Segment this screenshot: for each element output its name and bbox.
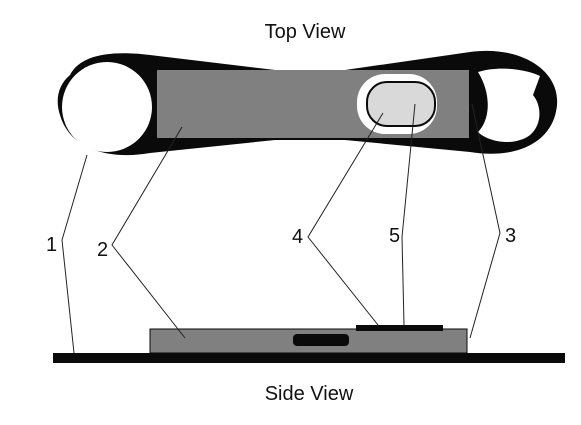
side-view [53,325,565,363]
leader-5 [401,103,416,326]
side-inset [293,334,349,346]
side-window-strip [356,325,443,331]
callout-5: 5 [389,225,400,247]
leader-lines [61,103,501,354]
leader-4 [307,112,384,326]
callout-1: 1 [46,234,57,256]
top-view-title: Top View [265,21,346,43]
right-opening [478,68,540,143]
side-view-title: Side View [265,383,354,405]
top-view [57,50,558,156]
left-hole [62,62,152,152]
callout-4: 4 [292,226,303,248]
window-inner [366,81,436,127]
leader-3 [469,103,501,339]
callout-3: 3 [505,225,516,247]
leader-2 [111,126,186,339]
callout-2: 2 [97,239,108,261]
leader-1 [61,154,88,354]
side-base [53,353,565,363]
